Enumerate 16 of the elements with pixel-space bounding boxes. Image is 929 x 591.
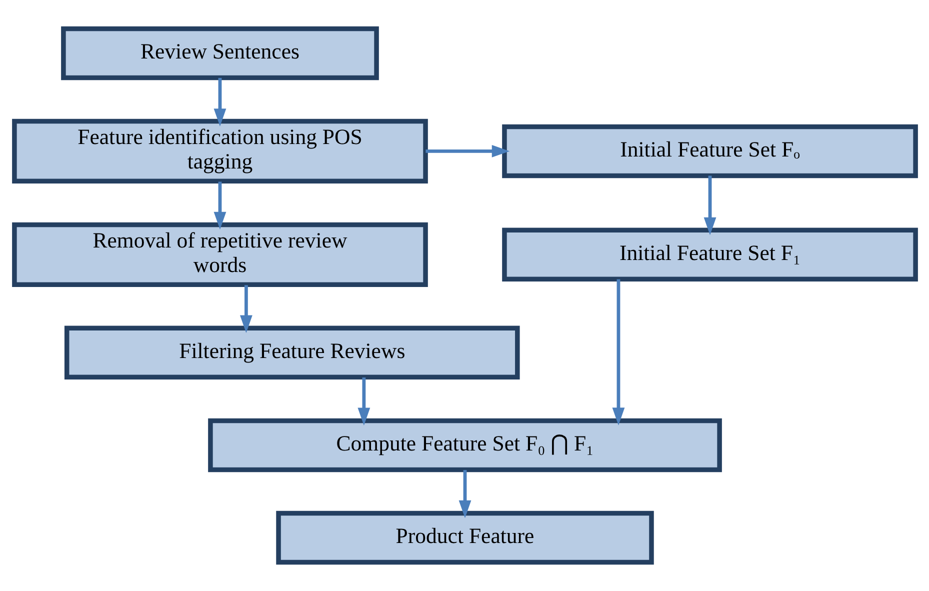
node-box: Initial Feature Set Fₒ — [502, 124, 918, 178]
node-box: Filtering Feature Reviews — [64, 326, 520, 380]
node-box: Product Feature — [276, 510, 654, 565]
node-box: Initial Feature Set F₁ — [502, 228, 918, 282]
node-box: Feature identification using POS tagging — [12, 118, 428, 184]
arrow — [612, 279, 624, 426]
node-box: Compute Feature Set F₀ ⋂ F₁ — [208, 418, 722, 472]
arrow — [458, 470, 471, 518]
arrow — [703, 176, 716, 236]
arrow — [213, 78, 226, 126]
arrow — [213, 182, 226, 230]
arrow — [239, 285, 252, 333]
node-box: Removal of repetitive review words — [12, 222, 428, 287]
node-box: Review Sentences — [60, 26, 378, 80]
arrow — [357, 377, 370, 426]
arrow — [425, 145, 510, 158]
